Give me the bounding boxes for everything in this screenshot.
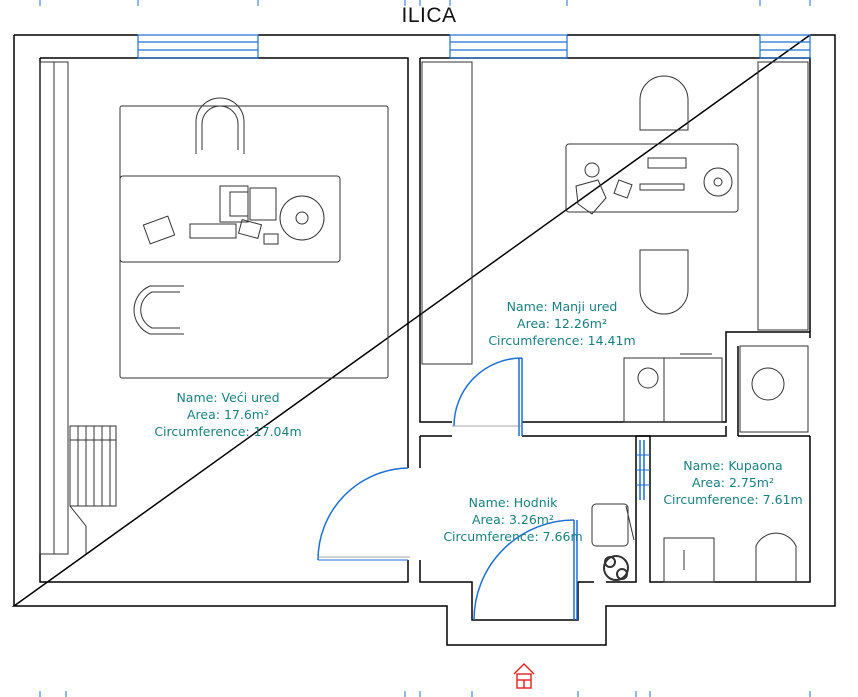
- room-area: Area: 12.26m²: [517, 316, 607, 331]
- room-name: Name: Hodnik: [468, 495, 558, 510]
- chair-veci-top: [195, 97, 245, 154]
- wardrobe-manji-right: [757, 61, 809, 331]
- room-name: Name: Kupaona: [683, 458, 783, 473]
- room-area: Area: 2.75m²: [692, 475, 774, 490]
- shower: [739, 345, 809, 433]
- entrance-house-icon: [513, 663, 535, 689]
- desk-manji: [565, 143, 739, 213]
- rug: [119, 105, 389, 379]
- street-name: ILICA: [401, 4, 457, 27]
- room-area: Area: 3.26m²: [472, 512, 554, 527]
- chair-manji-top: [639, 75, 689, 131]
- room-area: Area: 17.6m²: [187, 407, 269, 422]
- desk-veci: [119, 175, 341, 263]
- door-entrance: [473, 519, 575, 621]
- radiator: [69, 425, 117, 554]
- room-name: Name: Manji ured: [506, 299, 618, 314]
- room-label-hodnik: Name: Hodnik Area: 3.26m² Circumference:…: [438, 494, 588, 545]
- wardrobe-manji-left: [421, 61, 473, 365]
- walls: [11, 34, 836, 646]
- chair-manji-bottom: [639, 249, 689, 315]
- chair-hodnik: [591, 503, 629, 547]
- room-name: Name: Veći ured: [176, 390, 280, 405]
- room-label-kupaona: Name: Kupaona Area: 2.75m² Circumference…: [656, 457, 810, 508]
- toilet: [755, 532, 797, 582]
- furniture: [39, 61, 809, 583]
- door-veci-ured: [317, 467, 409, 561]
- sink-counter: [623, 357, 665, 423]
- plant: [603, 555, 629, 581]
- room-circumference: Circumference: 17.04m: [154, 424, 302, 439]
- room-circumference: Circumference: 7.66m: [443, 529, 583, 544]
- chair-veci-left: [133, 285, 184, 335]
- cabinet: [663, 357, 723, 423]
- room-circumference: Circumference: 14.41m: [488, 333, 636, 348]
- room-circumference: Circumference: 7.61m: [663, 492, 803, 507]
- door-manji-ured: [453, 357, 523, 427]
- dimension-ticks: [39, 0, 811, 697]
- room-label-manji-ured: Name: Manji ured Area: 12.26m² Circumfer…: [482, 298, 642, 349]
- bathroom-sink: [663, 537, 715, 583]
- doors: [317, 357, 650, 621]
- windows: [137, 34, 811, 59]
- room-label-veci-ured: Name: Veći ured Area: 17.6m² Circumferen…: [150, 389, 306, 440]
